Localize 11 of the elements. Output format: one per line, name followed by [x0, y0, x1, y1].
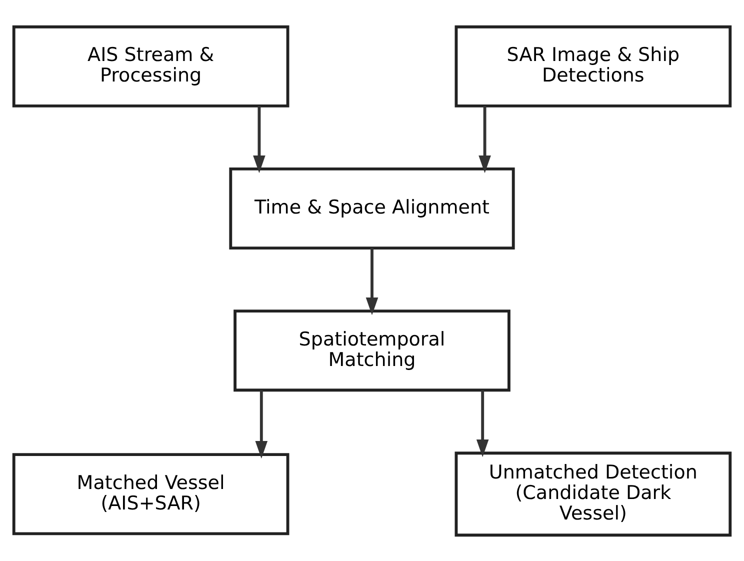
node-box: SAR Image & Ship Detections	[454, 24, 732, 107]
arrow	[253, 105, 266, 173]
arrow	[476, 390, 489, 457]
node-box: Spatiotemporal Matching	[234, 309, 510, 392]
arrow	[255, 390, 268, 458]
node-box: Unmatched Detection (Candidate Dark Vessel)	[454, 451, 732, 536]
node-box: Time & Space Alignment	[229, 166, 515, 249]
node-box: AIS Stream & Processing	[12, 24, 290, 107]
arrow	[366, 248, 378, 315]
node-box: Matched Vessel (AIS+SAR)	[12, 452, 290, 535]
arrow	[478, 105, 491, 173]
